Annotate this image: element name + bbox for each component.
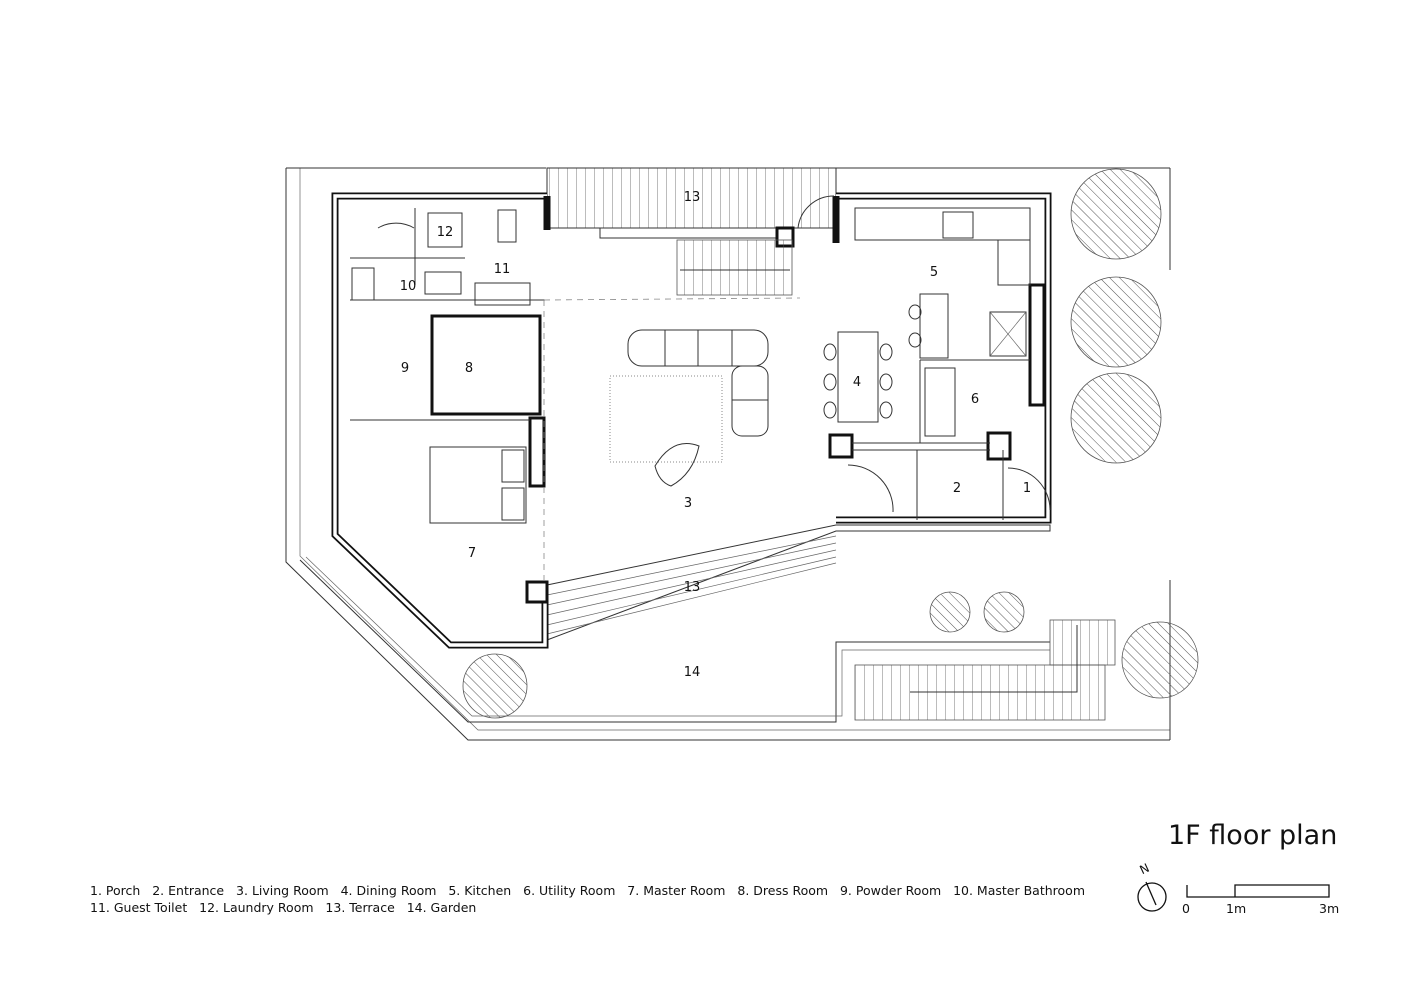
master-bed — [429, 446, 527, 524]
interior-stair — [676, 239, 793, 296]
garden-stair — [854, 619, 1116, 721]
legend: 1. Porch 2. Entrance 3. Living Room 4. D… — [90, 882, 1085, 916]
kitchen-furniture — [854, 207, 1031, 437]
scale-label-0: 0 — [1182, 901, 1190, 916]
room-label-2: 2 — [953, 481, 961, 496]
room-label-1: 1 — [1023, 481, 1031, 496]
dining-furniture — [823, 331, 893, 423]
room-labels: 1 2 3 4 5 6 7 8 9 10 11 12 13 13 14 — [400, 190, 1031, 680]
scale-label-3m: 3m — [1319, 901, 1340, 916]
exterior-walls — [331, 192, 1052, 649]
door-swings — [377, 195, 1051, 513]
room-label-4: 4 — [853, 375, 861, 390]
page-title: 1F floor plan — [1168, 820, 1338, 851]
room-label-10: 10 — [400, 279, 417, 294]
room-label-8: 8 — [465, 361, 473, 376]
room-label-6: 6 — [971, 392, 979, 407]
interior-walls — [350, 208, 1030, 580]
room-label-5: 5 — [930, 265, 938, 280]
legend-line-2: 11. Guest Toilet 12. Laundry Room 13. Te… — [90, 900, 477, 915]
room-label-13-south: 13 — [684, 580, 701, 595]
scale-bar — [1186, 884, 1330, 898]
room-label-11: 11 — [494, 262, 511, 277]
living-furniture — [609, 329, 769, 487]
room-label-9: 9 — [401, 361, 409, 376]
room-label-13-north: 13 — [684, 190, 701, 205]
garden-edge — [299, 559, 1050, 723]
scale-label-1m: 1m — [1226, 901, 1247, 916]
terrace-south-deck — [546, 524, 1051, 641]
legend-line-1: 1. Porch 2. Entrance 3. Living Room 4. D… — [90, 883, 1085, 898]
room-label-3: 3 — [684, 496, 692, 511]
bathroom-fixtures — [351, 209, 531, 306]
trees — [462, 168, 1199, 719]
room-label-14: 14 — [684, 665, 701, 680]
room-label-7: 7 — [468, 546, 476, 561]
north-arrow-icon — [1137, 881, 1167, 912]
room-label-12: 12 — [437, 225, 454, 240]
